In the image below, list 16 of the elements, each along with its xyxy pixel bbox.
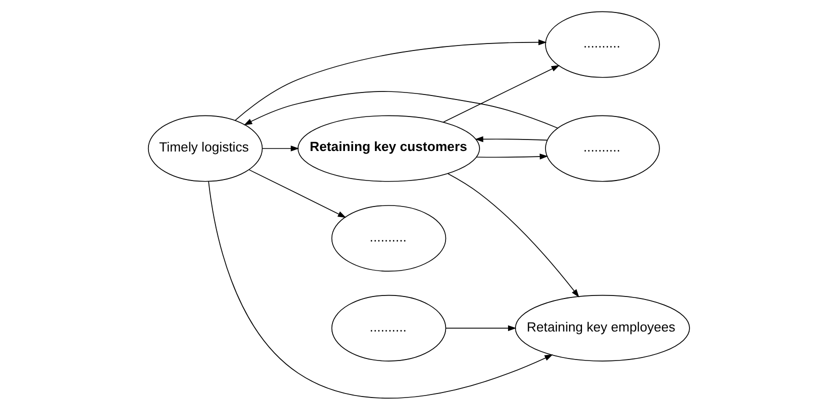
arrow: [234, 39, 546, 121]
node-ellipse: Timely logistics: [147, 115, 262, 182]
arrow: [444, 325, 516, 332]
arrow: [474, 136, 548, 142]
node-ellipse: Retaining key customers: [297, 115, 480, 182]
arrow: [248, 169, 346, 218]
node-ellipse: ..........: [544, 115, 660, 182]
node-ellipse: ..........: [330, 205, 446, 272]
arrow: [442, 65, 560, 123]
arrow: [476, 154, 548, 160]
node-ellipse: ..........: [544, 11, 660, 78]
arrow: [262, 146, 299, 152]
node-ellipse: ..........: [330, 294, 446, 362]
arrow: [208, 181, 552, 398]
arrow: [243, 91, 558, 128]
arrow: [446, 173, 579, 298]
